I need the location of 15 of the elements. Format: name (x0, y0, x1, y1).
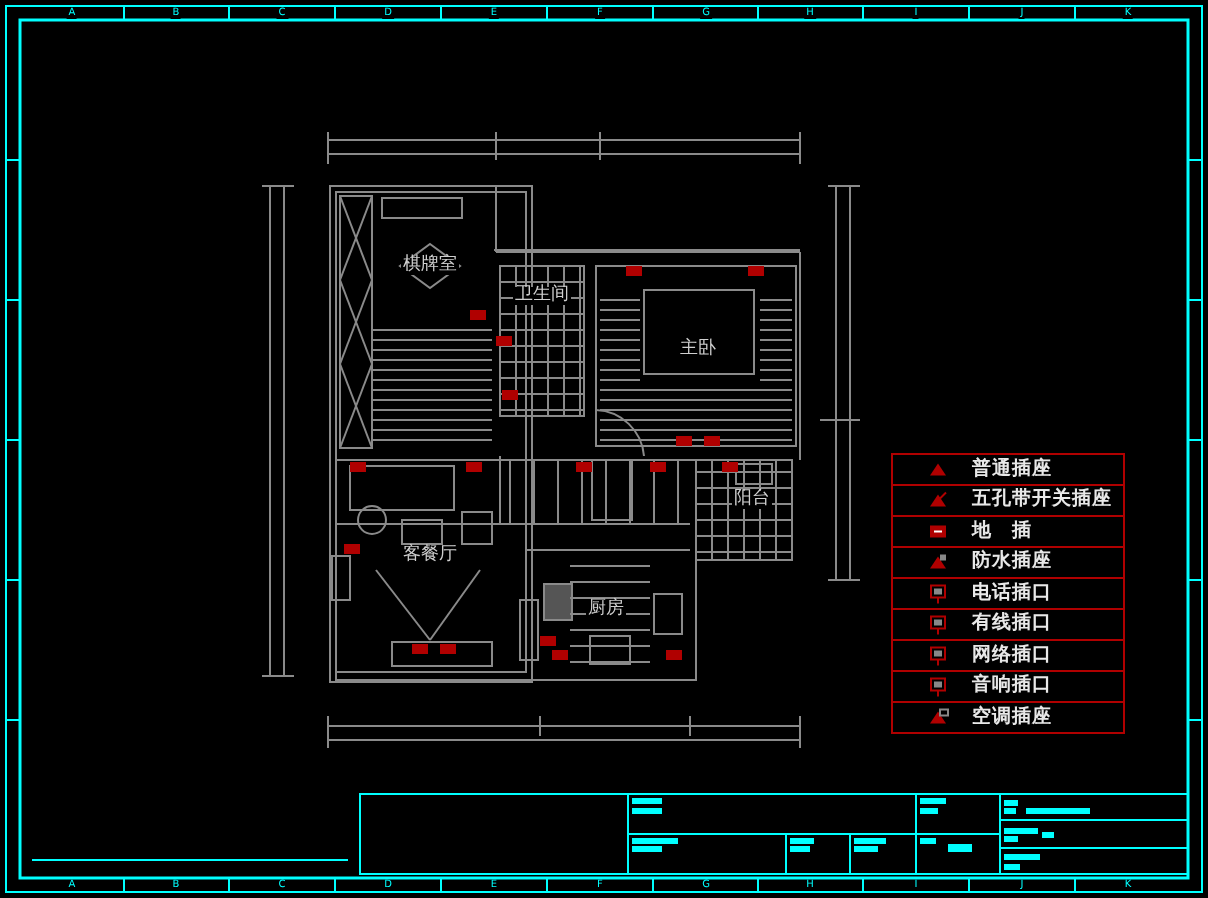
room-label: 主卧 (678, 341, 718, 359)
room-label: 阳台 (732, 491, 772, 509)
legend-label: 音响插口 (972, 676, 1052, 696)
legend-label: 网络插口 (972, 645, 1052, 665)
legend-label: 普通插座 (972, 459, 1052, 479)
legend-label: 有线插口 (972, 614, 1052, 634)
room-label: 卫生间 (513, 287, 571, 305)
legend-label: 五孔带开关插座 (972, 490, 1112, 510)
room-label: 棋牌室 (401, 257, 459, 275)
room-label: 客餐厅 (401, 547, 459, 565)
legend-label: 电话插口 (972, 583, 1052, 603)
legend-label: 地 插 (972, 521, 1032, 541)
legend-label: 空调插座 (972, 707, 1052, 727)
legend-label: 防水插座 (972, 552, 1052, 572)
room-label: 厨房 (586, 601, 626, 619)
